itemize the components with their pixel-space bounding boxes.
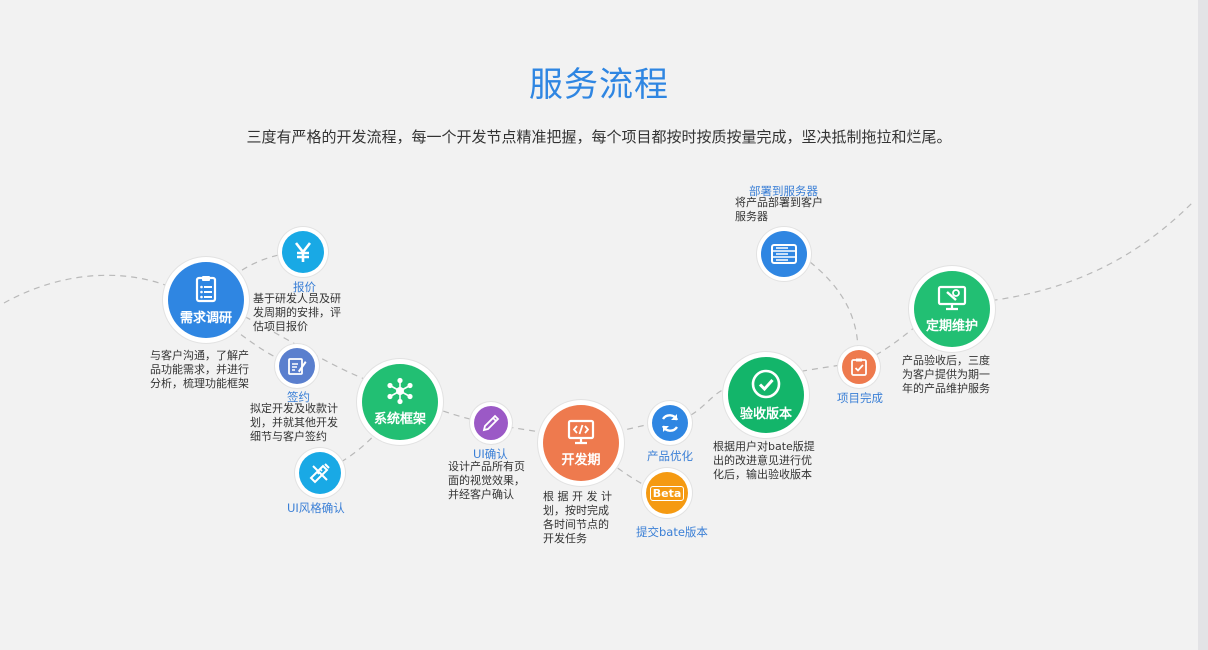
node-done-label: 项目完成: [837, 391, 883, 405]
node-acceptance-label: 验收版本: [739, 407, 792, 422]
quote-description: 基于研发人员及研 发周期的安排，评 估项目报价: [253, 292, 341, 333]
node-ui-confirm[interactable]: [474, 406, 508, 440]
edit-document-icon: [288, 358, 307, 375]
node-maintain[interactable]: 定期维护: [914, 271, 990, 347]
node-deploy-label: 部署到服务器: [749, 184, 818, 198]
node-quote-label: 报价: [293, 280, 316, 294]
node-framework-label: 系统框架: [373, 412, 426, 427]
quote-branch-curve: [209, 253, 285, 301]
ui-confirm-description: 设计产品所有页 面的视觉效果， 并经客户确认: [448, 460, 525, 501]
check-circle-icon: [751, 369, 781, 399]
beta-badge-icon: Beta: [649, 485, 685, 501]
checklist-icon: [851, 358, 867, 376]
page-title: 服务流程: [529, 65, 669, 105]
node-beta-label: 提交bate版本: [636, 525, 708, 539]
pencil-ruler-icon: [309, 463, 330, 484]
node-ui-style[interactable]: [299, 452, 341, 494]
node-research[interactable]: 需求调研: [168, 262, 244, 338]
acceptance-description: 根据用户对bate版提 出的改进意见进行优 化后，输出验收版本: [713, 440, 815, 481]
node-maintain-label: 定期维护: [925, 319, 978, 334]
deploy-branch-curve: [809, 261, 859, 353]
research-description: 与客户沟通，了解产 品功能需求，并进行 分析，梳理功能框架: [150, 349, 249, 390]
page-scrollbar[interactable]: [1198, 0, 1208, 650]
node-contract-label: 签约: [287, 390, 310, 404]
page-subtitle: 三度有严格的开发流程，每一个开发节点精准把握，每个项目都按时按质按量完成，坚决抵…: [246, 128, 952, 146]
node-deploy[interactable]: [761, 231, 807, 277]
pencil-icon: [482, 414, 500, 432]
node-done[interactable]: [842, 350, 876, 384]
clipboard-list-icon: [195, 276, 217, 303]
code-monitor-icon: [567, 419, 595, 445]
node-optimize[interactable]: [652, 405, 688, 441]
yen-icon: [294, 242, 312, 262]
node-optimize-label: 产品优化: [647, 449, 693, 463]
monitor-tools-icon: [937, 285, 967, 311]
node-framework[interactable]: 系统框架: [362, 364, 438, 440]
server-icon: [771, 244, 797, 264]
node-contract[interactable]: [279, 348, 315, 384]
node-develop-label: 开发期: [561, 453, 601, 468]
contract-description: 拟定开发及收款计 划，并就其他开发 细节与客户签约: [250, 402, 338, 443]
node-beta[interactable]: Beta: [646, 472, 688, 514]
beta-branch-curve: [599, 454, 661, 493]
refresh-icon: [661, 414, 679, 432]
network-hub-icon: [387, 377, 413, 405]
node-develop[interactable]: 开发期: [543, 405, 619, 481]
node-ui-confirm-label: UI确认: [473, 447, 508, 461]
deploy-description: 将产品部署到客户 服务器: [735, 196, 823, 223]
node-ui-style-label: UI风格确认: [287, 501, 345, 515]
node-research-label: 需求调研: [179, 311, 232, 326]
develop-description: 根 据 开 发 计 划，按时完成 各时间节点的 开发任务: [543, 490, 612, 545]
node-quote[interactable]: [282, 231, 324, 273]
maintain-description: 产品验收后，三度 为客户提供为期一 年的产品维护服务: [902, 354, 990, 395]
node-acceptance[interactable]: 验收版本: [728, 357, 804, 433]
